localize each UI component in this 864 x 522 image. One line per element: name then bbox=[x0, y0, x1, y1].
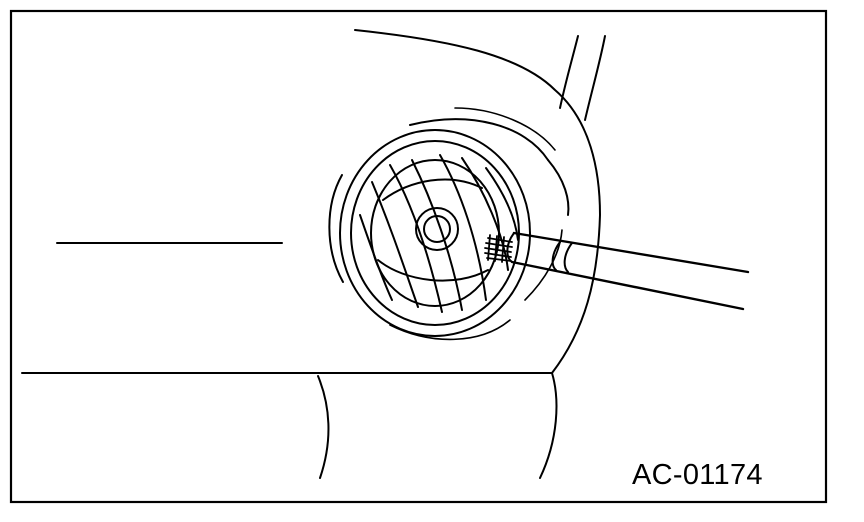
dashboard-outline bbox=[21, 29, 601, 479]
figure-code-label: AC-01174 bbox=[632, 459, 763, 491]
brush-bristles bbox=[484, 234, 513, 263]
pillar-lines bbox=[559, 35, 606, 121]
vent-louvers bbox=[359, 154, 519, 313]
brush-handle bbox=[512, 231, 750, 274]
vent-body bbox=[339, 129, 531, 337]
cleaning-brush bbox=[484, 231, 750, 311]
figure-frame bbox=[9, 9, 828, 504]
vent-hub bbox=[415, 207, 459, 251]
